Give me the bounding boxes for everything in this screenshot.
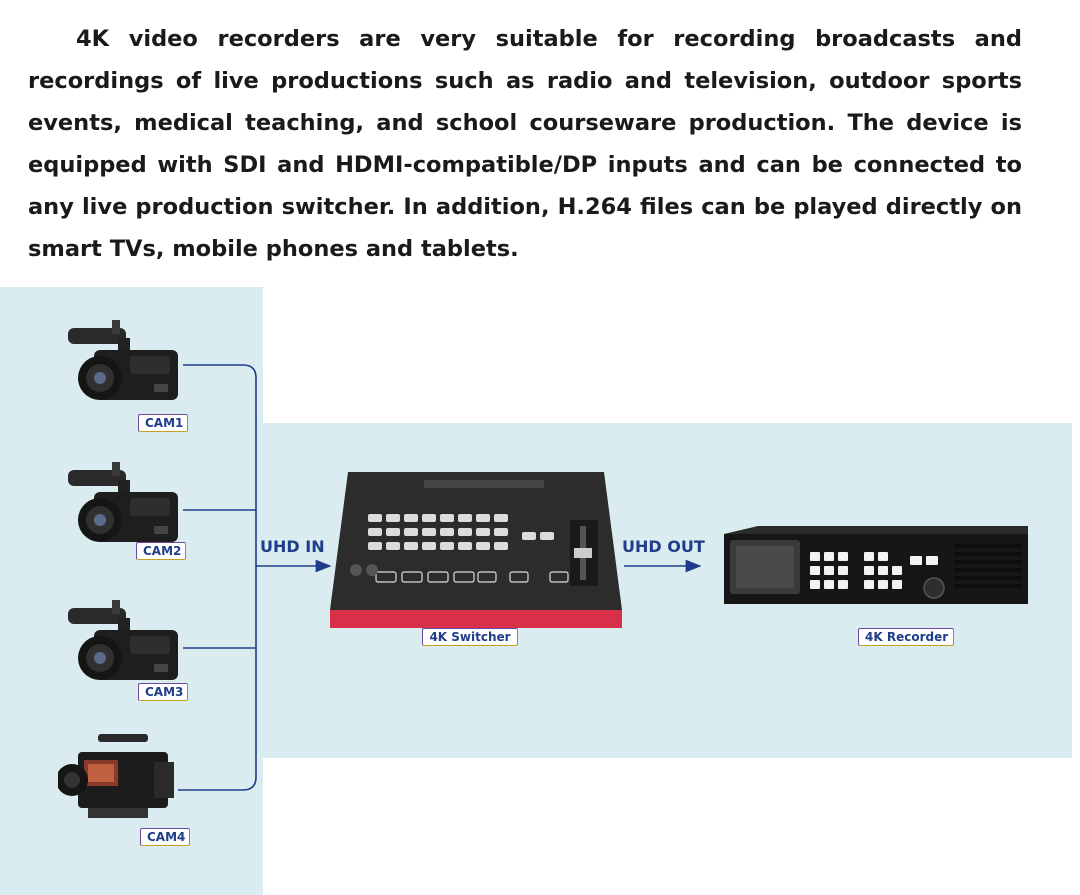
camcorder-icon bbox=[68, 320, 178, 400]
uhd-in-label: UHD IN bbox=[260, 537, 325, 556]
video-switcher-device bbox=[330, 472, 622, 628]
cam3-label: CAM3 bbox=[138, 683, 188, 701]
cam1-label: CAM1 bbox=[138, 414, 188, 432]
recorder-label: 4K Recorder bbox=[858, 628, 954, 646]
cam4-label: CAM4 bbox=[140, 828, 190, 846]
switcher-label: 4K Switcher bbox=[422, 628, 518, 646]
video-recorder-device bbox=[724, 526, 1028, 604]
intro-paragraph: 4K video recorders are very suitable for… bbox=[28, 26, 1022, 262]
cam1-wire bbox=[183, 364, 257, 566]
uhd-out-label: UHD OUT bbox=[622, 537, 705, 556]
cam4-wire bbox=[178, 566, 257, 791]
cam2-label: CAM2 bbox=[136, 542, 186, 560]
cinema-camera-icon bbox=[58, 734, 174, 818]
camcorder-icon bbox=[68, 462, 178, 542]
camcorder-icon bbox=[68, 600, 178, 680]
